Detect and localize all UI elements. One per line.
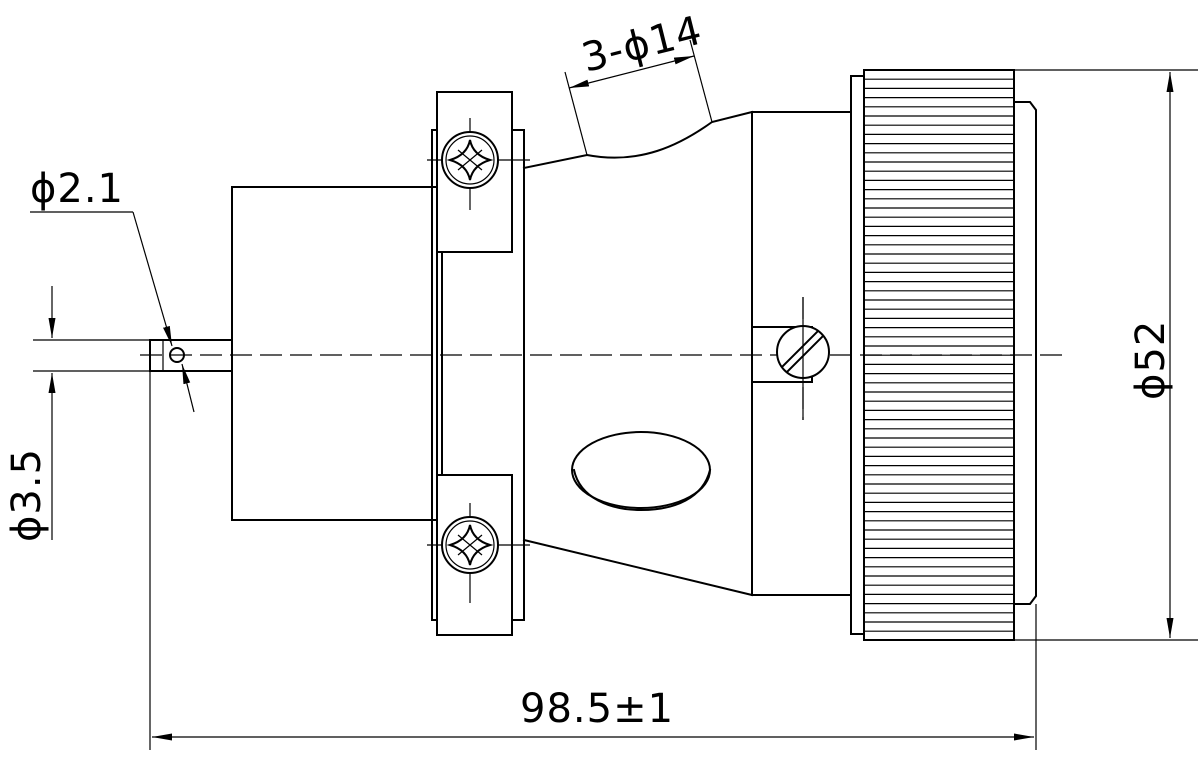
knurl-lines [864, 78, 1014, 632]
dim-pin-small-label: ϕ2.1 [30, 166, 124, 212]
dim-cable-entry-label: 3-ϕ14 [577, 8, 707, 82]
dim-cable-entry: 3-ϕ14 [564, 8, 713, 156]
phillips-icon [446, 524, 494, 566]
bottom-screw [427, 503, 530, 603]
dim-length: 98.5±1 [149, 371, 1037, 750]
dim-outer-diameter: ϕ52 [1014, 69, 1198, 641]
top-screw [427, 118, 530, 210]
dim-pin-small: ϕ2.1 [30, 166, 195, 413]
front-face [1013, 101, 1037, 605]
dim-pin-large: ϕ3.5 [4, 286, 150, 542]
side-slotted-screw [776, 297, 830, 420]
dim-length-label: 98.5±1 [520, 686, 674, 732]
rear-body [231, 186, 438, 521]
shell-top-edge [522, 110, 754, 170]
shell-bottom-edge [522, 538, 754, 597]
phillips-icon [446, 139, 494, 181]
dim-outer-diameter-label: ϕ52 [1128, 320, 1174, 400]
dim-pin-large-label: ϕ3.5 [4, 448, 50, 542]
oval-window [571, 431, 712, 512]
